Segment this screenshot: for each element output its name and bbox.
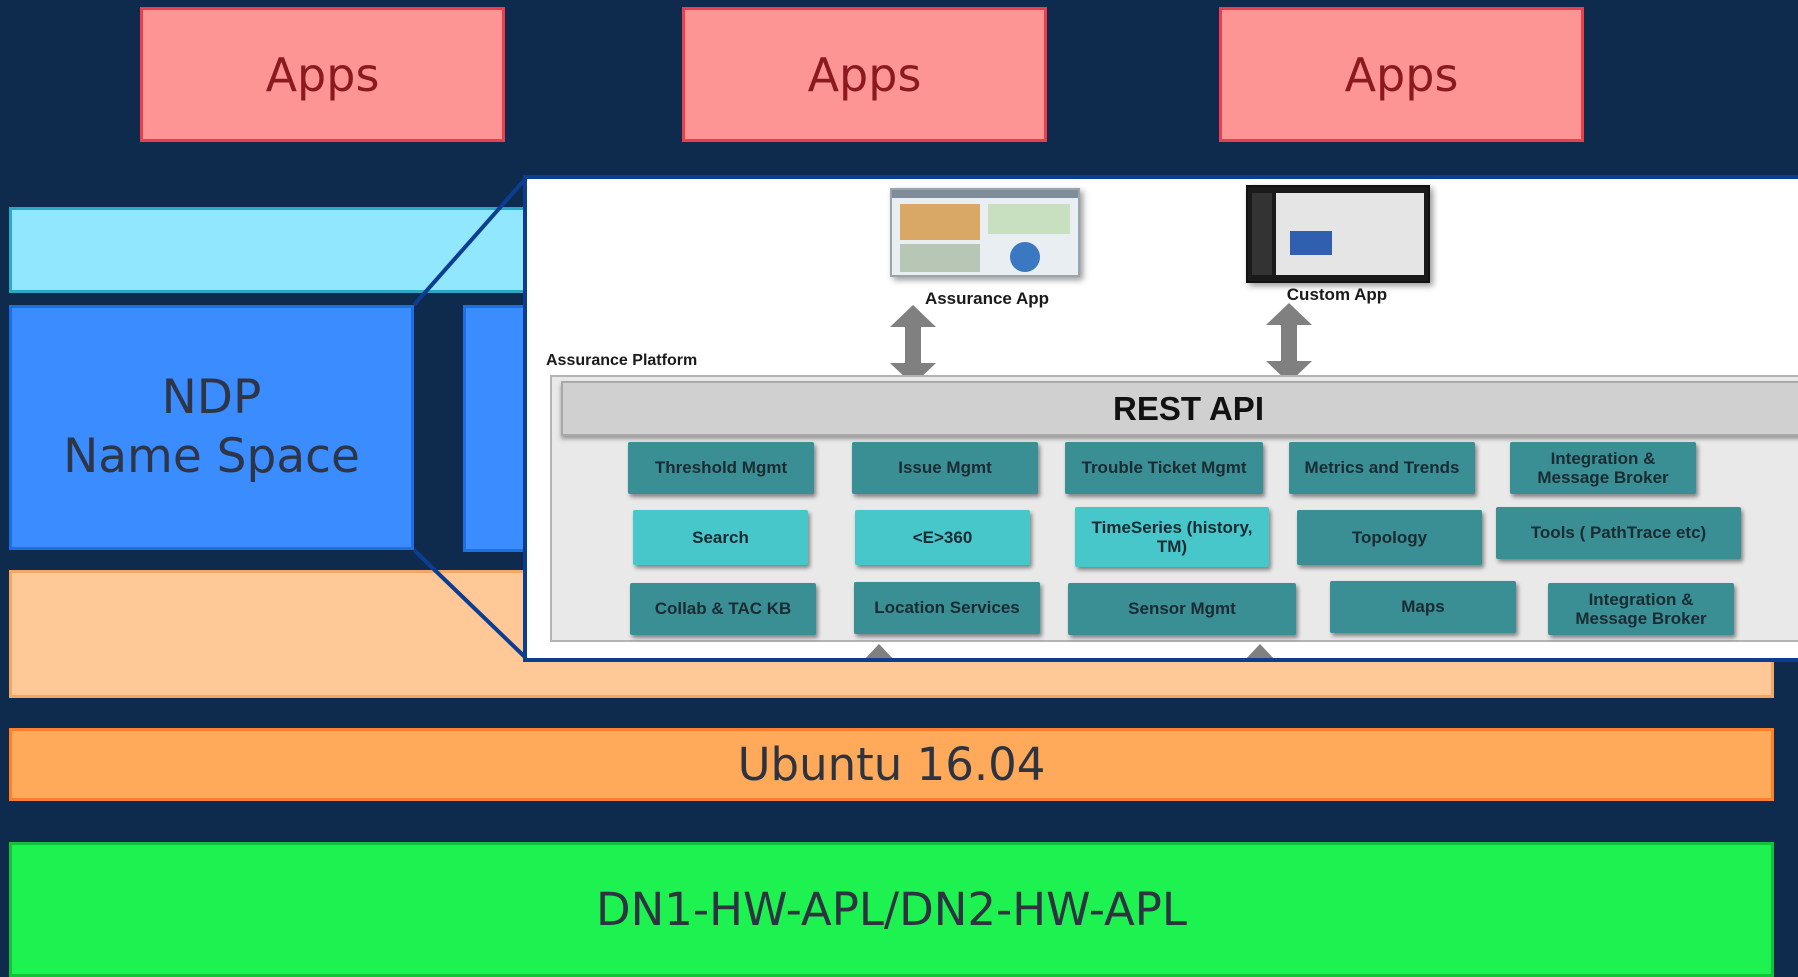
- hardware-layer: DN1-HW-APL/DN2-HW-APL: [9, 842, 1774, 977]
- module-sensor-mgmt: Sensor Mgmt: [1068, 583, 1296, 635]
- apps-box-2: Apps: [682, 7, 1047, 142]
- ndp-title: NDP: [161, 369, 262, 425]
- pie-chart-thumbnail: [1010, 242, 1040, 272]
- module-topology: Topology: [1297, 510, 1482, 565]
- apps-box-1: Apps: [140, 7, 505, 142]
- hardware-label: DN1-HW-APL/DN2-HW-APL: [595, 883, 1188, 936]
- custom-app-label: Custom App: [1286, 285, 1388, 304]
- custom-app-screenshot: [1246, 185, 1430, 283]
- module-integration-broker-1: Integration & Message Broker: [1510, 442, 1696, 494]
- module-tools-pathtrace: Tools ( PathTrace etc): [1496, 507, 1741, 559]
- map-panel-thumbnail: [900, 204, 980, 240]
- custom-app-widget: [1290, 231, 1332, 255]
- module-collab-tac-kb: Collab & TAC KB: [630, 583, 816, 635]
- ndp-namespace-box: NDP Name Space: [9, 305, 414, 550]
- assurance-platform-label: Assurance Platform: [546, 352, 698, 369]
- bottom-arrow-tip-right-icon: [1246, 644, 1274, 658]
- assurance-app-arrow-icon: [890, 305, 936, 385]
- module-e360: <E>360: [855, 510, 1030, 565]
- zoom-line-top: [412, 175, 529, 307]
- module-maps: Maps: [1330, 581, 1516, 633]
- ndp-subtitle: Name Space: [63, 428, 360, 484]
- module-timeseries: TimeSeries (history, TM): [1075, 507, 1269, 567]
- apps-box-3: Apps: [1219, 7, 1584, 142]
- assurance-app-screenshot: [890, 188, 1080, 277]
- map-panel-thumbnail-2: [900, 244, 980, 272]
- rest-api-bar: REST API: [561, 381, 1798, 436]
- custom-app-sidebar: [1252, 193, 1272, 275]
- apps-label: Apps: [1344, 47, 1459, 102]
- assurance-app-label: Assurance App: [924, 289, 1050, 308]
- ubuntu-layer: Ubuntu 16.04: [9, 728, 1774, 801]
- custom-app-arrow-icon: [1266, 303, 1312, 383]
- platform-panel: REST API Threshold Mgmt Issue Mgmt Troub…: [550, 375, 1798, 642]
- assurance-platform-inset: Assurance App Custom App Assurance Platf…: [523, 175, 1798, 662]
- module-search: Search: [633, 510, 808, 565]
- module-trouble-ticket-mgmt: Trouble Ticket Mgmt: [1065, 442, 1263, 494]
- apps-label: Apps: [265, 47, 380, 102]
- module-integration-broker-2: Integration & Message Broker: [1548, 583, 1734, 635]
- chart-panel-thumbnail: [988, 204, 1070, 234]
- module-issue-mgmt: Issue Mgmt: [852, 442, 1038, 494]
- apps-label: Apps: [807, 47, 922, 102]
- top-layer-bar: [9, 207, 539, 293]
- bottom-arrow-tip-left-icon: [865, 644, 893, 658]
- app-header-strip: [892, 190, 1078, 198]
- module-location-services: Location Services: [854, 582, 1040, 634]
- module-metrics-trends: Metrics and Trends: [1289, 442, 1475, 494]
- module-threshold-mgmt: Threshold Mgmt: [628, 442, 814, 494]
- rest-api-label: REST API: [1113, 389, 1264, 427]
- ubuntu-label: Ubuntu 16.04: [737, 738, 1046, 791]
- zoom-line-bottom: [412, 548, 529, 661]
